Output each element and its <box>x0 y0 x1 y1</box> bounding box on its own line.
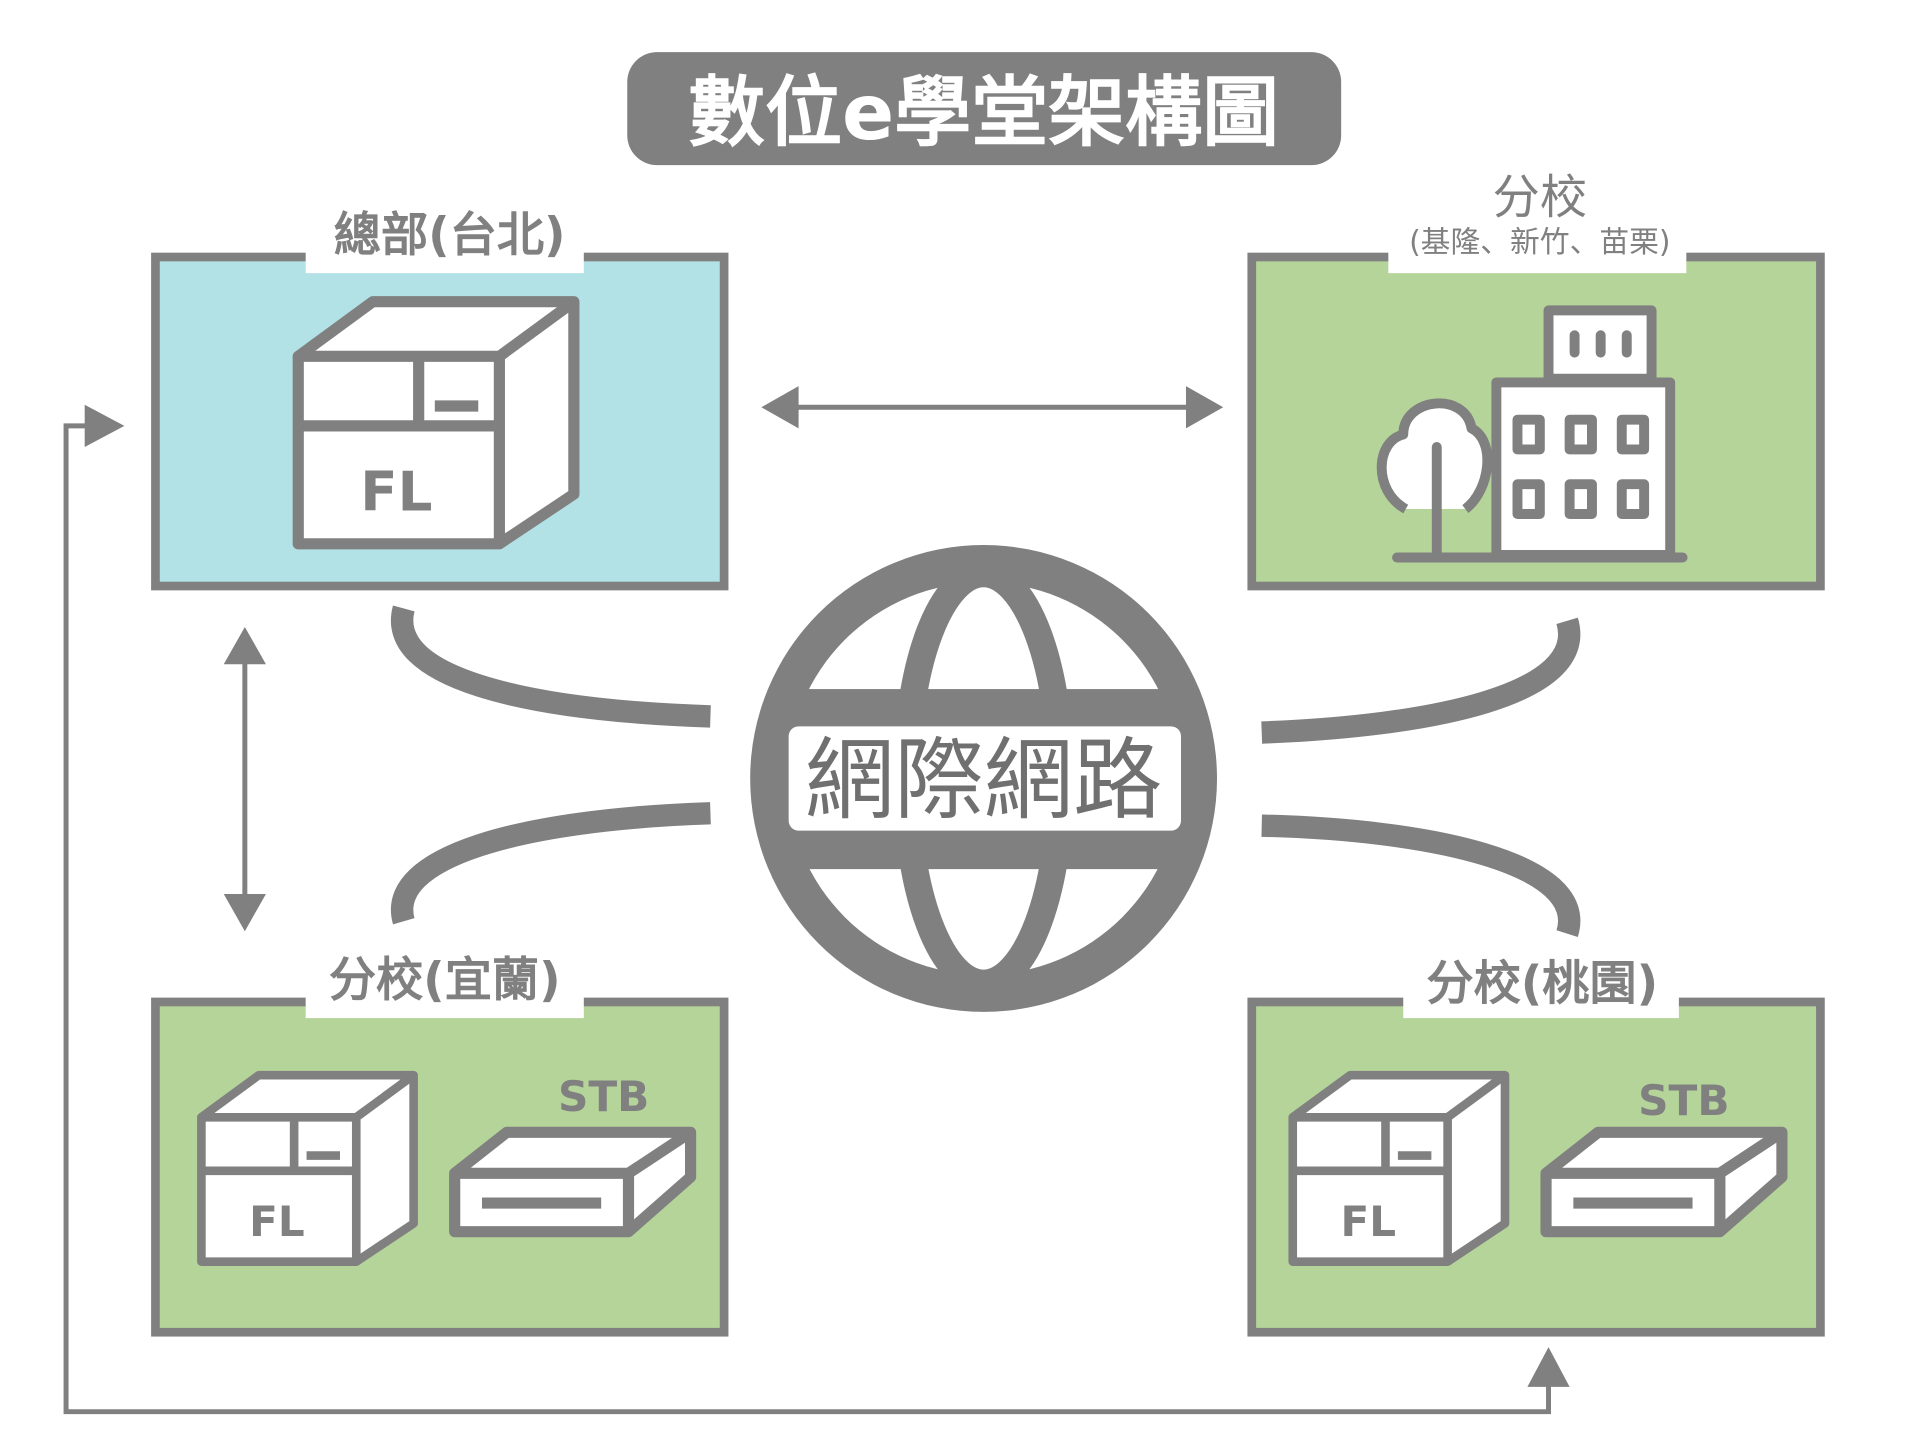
internet-label: 網際網路 <box>805 729 1163 833</box>
branch-taoyuan-label: 分校(桃園) <box>1426 956 1658 1011</box>
server-label: FL <box>1341 1197 1397 1246</box>
arrow-taoyuan-hq <box>63 404 1570 1415</box>
diagram-title: 數位e學堂架構圖 <box>688 69 1279 158</box>
server-icon: FL <box>1293 1075 1505 1261</box>
branch-yilan-label: 分校(宜蘭) <box>329 953 561 1008</box>
server-icon: FL <box>298 302 574 544</box>
node-hq: 總部(台北) FL <box>151 208 729 591</box>
globe-icon: 網際網路 <box>750 545 1218 1012</box>
building-tree-icon <box>1376 305 1688 563</box>
branch-multi-sublabel: (基隆、新竹、苗栗) <box>1409 225 1671 260</box>
arrow-hq-yilan <box>223 627 266 932</box>
server-icon: FL <box>201 1075 413 1261</box>
hq-label: 總部(台北) <box>334 208 566 263</box>
node-branch-taoyuan: 分校(桃園) FL STB <box>1247 956 1825 1337</box>
server-label: FL <box>360 459 432 523</box>
node-branch-multi: 分校 (基隆、新竹、苗栗) <box>1247 171 1825 591</box>
server-label: FL <box>249 1197 305 1246</box>
stb-label: STB <box>1638 1076 1729 1125</box>
network-links <box>390 605 1581 938</box>
stb-label: STB <box>558 1072 649 1121</box>
arrow-hq-branch-multi <box>761 386 1224 429</box>
node-branch-yilan: 分校(宜蘭) FL STB <box>151 953 729 1337</box>
branch-multi-label: 分校 <box>1493 171 1587 226</box>
title-banner: 數位e學堂架構圖 <box>627 52 1342 166</box>
